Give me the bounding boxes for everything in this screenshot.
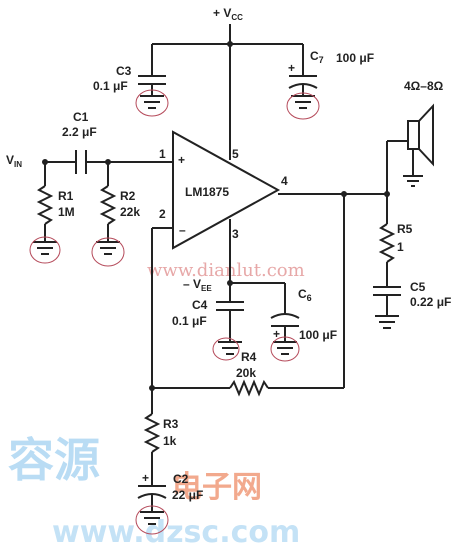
- watermark-chinese-sub: 电子网: [172, 470, 262, 505]
- c6-capacitor: +: [270, 313, 300, 342]
- c1-ref: C1: [73, 110, 89, 124]
- r5-ref: R5: [397, 222, 413, 236]
- ground-symbol: [135, 89, 169, 117]
- c3-ref: C3: [116, 64, 132, 78]
- ground-symbol: [29, 236, 61, 264]
- svg-text:+: +: [273, 327, 280, 341]
- r4-resistor: [229, 379, 269, 397]
- vcc-rail: [152, 24, 303, 160]
- opamp-triangle: [172, 130, 281, 250]
- c5-value: 0.22 μF: [410, 295, 451, 309]
- r4-value: 20k: [236, 366, 256, 380]
- pin4-label: 4: [281, 174, 288, 188]
- c3-value: 0.1 μF: [93, 79, 128, 93]
- r3-resistor: [143, 388, 161, 486]
- pin5-label: 5: [232, 147, 239, 161]
- svg-text:+: +: [142, 471, 149, 485]
- inverting-input-wire: [149, 194, 345, 391]
- vin-label: VIN: [6, 153, 22, 169]
- r3-value: 1k: [163, 434, 177, 448]
- watermark-chinese-brand: 容源: [8, 433, 100, 487]
- opamp-label: LM1875: [185, 185, 229, 199]
- ground-symbol: [270, 336, 300, 362]
- r5-value: 1: [397, 240, 404, 254]
- r4-ref: R4: [241, 350, 257, 364]
- c6-value: 100 μF: [299, 328, 337, 342]
- r2-resistor: [99, 162, 117, 242]
- c7-value: 100 μF: [336, 51, 374, 65]
- r2-value: 22k: [120, 205, 140, 219]
- ground-symbol: [212, 337, 242, 361]
- c2-capacitor: +: [137, 471, 167, 512]
- c7-ref: C7: [310, 49, 324, 65]
- ground-symbol: [375, 315, 399, 329]
- r5-resistor: [378, 223, 396, 287]
- vee-label: – VEE: [183, 277, 212, 293]
- pin3-label: 3: [232, 227, 239, 241]
- c4-value: 0.1 μF: [172, 314, 207, 328]
- ground-symbol: [91, 237, 125, 267]
- r3-ref: R3: [163, 417, 179, 431]
- pin1-label: 1: [159, 147, 166, 161]
- minus-input-sign: –: [179, 223, 186, 237]
- c2-ref: C2: [173, 472, 189, 486]
- r1-ref: R1: [58, 189, 74, 203]
- pin2-label: 2: [159, 207, 166, 221]
- c4-ref: C4: [192, 298, 208, 312]
- vcc-label: + VCC: [213, 6, 243, 22]
- watermark-url: www.dzsc.com: [52, 515, 300, 549]
- r1-resistor: [36, 162, 54, 242]
- c2-value: 22 μF: [172, 488, 203, 502]
- input-wire: [42, 159, 173, 165]
- c7-capacitor: +: [288, 44, 318, 96]
- ground-symbol: [286, 92, 320, 120]
- c1-value: 2.2 μF: [62, 125, 97, 139]
- plus-input-sign: +: [178, 153, 185, 167]
- c1-capacitor: [74, 150, 90, 174]
- vee-wire: [227, 219, 286, 314]
- ground-symbol: [135, 505, 169, 535]
- c6-ref: C6: [298, 287, 312, 303]
- speaker-label: 4Ω–8Ω: [404, 79, 444, 93]
- c5-ref: C5: [410, 280, 426, 294]
- speaker-icon: [403, 103, 434, 187]
- svg-text:+: +: [288, 61, 295, 75]
- output-wire: [278, 140, 408, 224]
- r1-value: 1M: [58, 205, 75, 219]
- c3-capacitor: [138, 44, 166, 96]
- c5-capacitor: [373, 286, 401, 316]
- watermark-site: www.dianlut.com: [147, 260, 305, 281]
- c4-capacitor: [216, 301, 244, 342]
- r2-ref: R2: [120, 189, 136, 203]
